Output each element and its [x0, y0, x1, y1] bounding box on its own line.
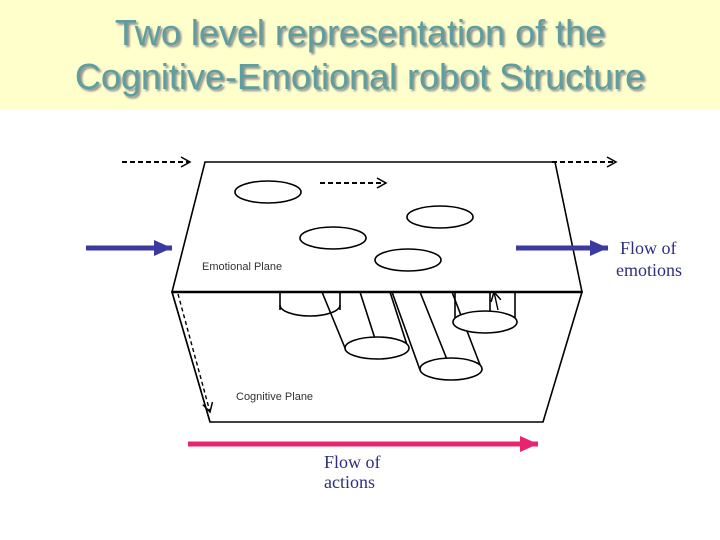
cylinder — [321, 291, 410, 360]
emotion-node — [374, 248, 442, 272]
emotion-node — [234, 180, 302, 204]
flow-emotions-label-line-1: Flow of — [620, 238, 677, 258]
slide-title-line-1: Two level representation of the — [114, 12, 606, 53]
dashed-flow-arrows — [122, 156, 618, 189]
two-level-diagram: Emotional Plane Cognitive Plane Flow of … — [86, 156, 682, 492]
cylinder — [452, 292, 518, 334]
emotion-node — [299, 226, 367, 250]
cylinder — [279, 292, 341, 317]
emotion-node — [406, 205, 474, 229]
cognitive-plane-label: Cognitive Plane — [236, 391, 313, 403]
flow-actions-label-line-2: actions — [324, 472, 375, 492]
flow-actions-label-line-1: Flow of — [324, 452, 381, 472]
flow-emotions-label-line-2: emotions — [616, 260, 682, 280]
plane-connectors — [171, 290, 502, 423]
slide-title-line-2: Cognitive-Emotional robot Structure — [74, 56, 646, 97]
cylinder — [391, 291, 483, 381]
emotional-plane-label: Emotional Plane — [202, 261, 282, 273]
title-banner: Two level representation of the Cognitiv… — [0, 0, 720, 110]
